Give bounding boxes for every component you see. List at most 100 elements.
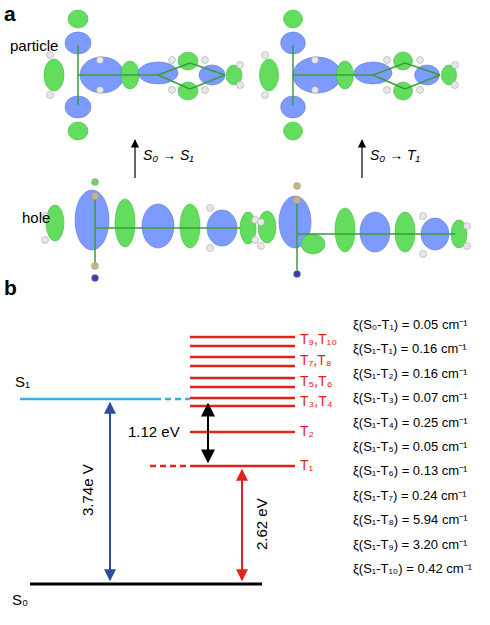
coupling-value: ξ(S₁-T₅) = 0.05 cm⁻¹: [353, 440, 467, 454]
state-label: T₅,T₆: [300, 374, 332, 389]
bond: [373, 63, 405, 75]
triplet-levels: [190, 337, 295, 466]
atom: [312, 87, 319, 94]
atom: [202, 57, 209, 64]
orbital-lobe: [260, 59, 279, 91]
bond: [293, 74, 373, 76]
t1-gap-arrow: [241, 470, 243, 580]
atom: [262, 52, 269, 59]
bond: [190, 63, 225, 75]
orbital-lobe: [178, 52, 198, 70]
transition-label: S₀ → S₁: [143, 148, 194, 163]
st-gap-arrow: [207, 404, 209, 462]
orbital-lobe: [258, 211, 276, 243]
transition-arrow: [361, 140, 362, 178]
coupling-value: ξ(S₁-T₁) = 0.16 cm⁻¹: [353, 342, 467, 356]
atom: [417, 57, 424, 64]
coupling-value: ξ(S₁-T₆) = 0.13 cm⁻¹: [353, 464, 467, 478]
coupling-value: ξ(S₁-T₄) = 0.25 cm⁻¹: [353, 416, 468, 430]
atom: [452, 82, 459, 89]
panel-letter: a: [4, 2, 16, 25]
row-label: hole: [22, 210, 50, 227]
orbital-lobe: [360, 212, 390, 252]
s1-dashed: [155, 398, 190, 401]
atom: [452, 62, 459, 69]
bond: [405, 63, 440, 75]
atom: [464, 223, 471, 230]
orbital-lobe: [395, 212, 415, 252]
atom: [207, 205, 214, 212]
transition-label: S₀ → T₁: [370, 148, 420, 163]
orbital-pictures: [42, 10, 471, 282]
t1-dashed: [150, 465, 190, 468]
coupling-value: ξ(S₁-T₂) = 0.16 cm⁻¹: [353, 367, 467, 381]
atom: [294, 183, 301, 190]
atom: [464, 243, 471, 250]
orbital-lobe: [335, 208, 355, 252]
atom: [294, 197, 301, 204]
atom: [262, 92, 269, 99]
orbital-lobe: [44, 59, 64, 91]
orbital-lobe: [142, 204, 174, 248]
coupling-value: ξ(S₁-T₉) = 3.20 cm⁻¹: [353, 538, 467, 552]
s1-level: [20, 398, 155, 401]
orbital-lobe: [284, 122, 303, 140]
orbital-isosurface: [260, 10, 459, 140]
atom: [97, 57, 104, 64]
energy-gap: 2.62 eV: [254, 496, 271, 552]
atom: [252, 237, 259, 244]
atom: [92, 193, 99, 200]
atom: [202, 87, 209, 94]
state-label: T₇,T₈: [300, 353, 332, 368]
state-label: T₃,T₄: [300, 394, 332, 409]
atom: [207, 245, 214, 252]
atom: [420, 251, 427, 258]
bond: [94, 196, 96, 266]
orbital-isosurface: [42, 179, 259, 282]
row-label: particle: [10, 38, 58, 55]
coupling-value: ξ(S₁-T₇) = 0.24 cm⁻¹: [353, 489, 467, 503]
orbital-lobe: [284, 10, 303, 28]
atom: [47, 92, 54, 99]
transition-arrow: [134, 140, 135, 178]
atom: [420, 213, 427, 220]
state-label: T₁: [300, 458, 313, 473]
coupling-value: ξ(S₁-T₁₀) = 0.42 cm⁻¹: [353, 562, 472, 576]
orbital-isosurface: [258, 183, 471, 278]
orbital-lobe: [68, 10, 88, 28]
orbital-lobe: [115, 199, 135, 247]
state-label: T₉,T₁₀: [300, 332, 337, 347]
orbital-lobe: [394, 52, 413, 70]
atom: [312, 57, 319, 64]
atom: [92, 275, 99, 282]
state-label: T₂: [300, 424, 314, 439]
state-label: S₁: [15, 374, 30, 391]
atom: [169, 57, 176, 64]
atom: [92, 179, 99, 186]
atom: [92, 263, 99, 270]
bond: [296, 200, 298, 270]
bond: [297, 233, 455, 235]
atom: [384, 87, 391, 94]
coupling-value: ξ(S₁-T₃) = 0.07 cm⁻¹: [353, 391, 468, 405]
bond: [78, 74, 158, 76]
panel-letter: b: [4, 276, 17, 299]
orbital-lobe: [301, 234, 325, 254]
energy-gap: 3.74e V: [80, 462, 97, 518]
state-label: S₀: [12, 592, 28, 609]
orbital-lobe: [75, 190, 109, 250]
bond: [190, 75, 225, 89]
atom: [417, 87, 424, 94]
atom: [237, 82, 244, 89]
orbital-isosurface: [44, 10, 244, 140]
bond: [95, 227, 240, 229]
atom: [294, 271, 301, 278]
orbital-lobe: [68, 122, 88, 140]
coupling-value: ξ(S₀-T₁) = 0.05 cm⁻¹: [353, 318, 468, 332]
atom: [237, 62, 244, 69]
energy-gap: 1.12 eV: [128, 424, 180, 441]
atom: [169, 87, 176, 94]
orbital-lobe: [180, 204, 200, 248]
